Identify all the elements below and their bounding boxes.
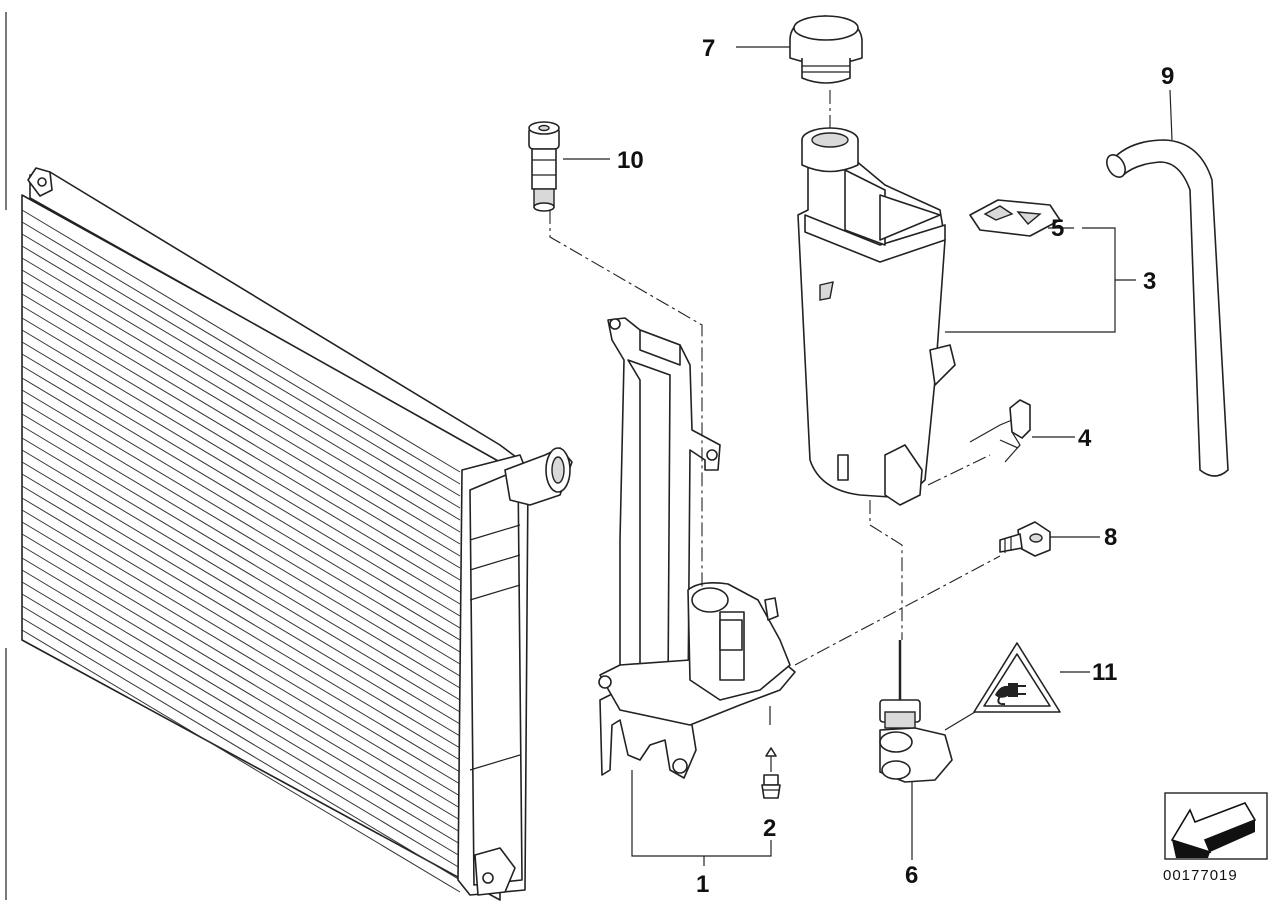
radiator-fin — [21, 365, 461, 629]
part-6-level-sensor — [879, 640, 953, 783]
radiator-fin — [21, 509, 461, 773]
callout-2: 2 — [763, 815, 776, 842]
callout-labels: 1 2 3 4 5 6 7 8 9 10 11 — [617, 35, 1174, 898]
radiator-fin — [21, 245, 461, 509]
radiator-fin — [21, 593, 461, 857]
radiator-fin — [21, 521, 461, 785]
radiator-fin — [21, 605, 461, 869]
radiator-fin — [21, 329, 461, 593]
radiator-fin — [21, 209, 461, 473]
radiator-fin — [21, 281, 461, 545]
part-3-expansion-tank — [797, 127, 956, 506]
radiator-fin — [21, 557, 461, 821]
radiator-fin — [21, 389, 461, 653]
callout-8: 8 — [1104, 524, 1117, 551]
radiator-fin — [21, 581, 461, 845]
leader-lines — [549, 46, 1173, 866]
warning-triangle-electrical-icon — [995, 683, 1026, 706]
part-2-drain-plug — [761, 747, 781, 799]
radiator-fin — [21, 473, 461, 737]
radiator-fin — [21, 269, 461, 533]
callout-6: 6 — [905, 862, 918, 889]
radiator-fin — [21, 257, 461, 521]
callout-3: 3 — [1143, 268, 1156, 295]
part-7-expansion-tank-cap — [789, 15, 863, 84]
radiator-fin — [21, 305, 461, 569]
callout-9: 9 — [1161, 63, 1174, 90]
part-8-screw — [999, 521, 1051, 557]
callout-1: 1 — [696, 871, 709, 898]
direction-arrow-icon — [1164, 792, 1268, 860]
part-10-bleed-screw — [528, 121, 560, 212]
radiator-fin — [21, 437, 461, 701]
radiator-fin — [21, 533, 461, 797]
radiator-fin — [21, 413, 461, 677]
radiator-fin — [21, 569, 461, 833]
radiator-fin — [21, 341, 461, 605]
part-4-retaining-spring — [969, 399, 1031, 463]
radiator-fin — [21, 353, 461, 617]
radiator-fin — [21, 545, 461, 809]
radiator-fin — [21, 317, 461, 581]
radiator-illustration — [5, 12, 573, 901]
callout-5: 5 — [1051, 215, 1064, 242]
radiator-fin — [21, 485, 461, 749]
reference-number: 00177019 — [1163, 867, 1238, 884]
radiator-fin — [21, 617, 461, 881]
radiator-fin — [21, 497, 461, 761]
radiator-fin — [21, 221, 461, 485]
radiator-fin — [21, 629, 461, 893]
radiator-fin — [21, 425, 461, 689]
radiator-fin — [21, 449, 461, 713]
radiator-fin — [21, 233, 461, 497]
part-5-clip — [969, 199, 1061, 237]
part-9-hose — [1106, 139, 1229, 477]
part-11-warning-label — [973, 642, 1061, 713]
radiator-fin — [21, 293, 461, 557]
callout-7: 7 — [702, 35, 715, 62]
radiator-fin — [21, 461, 461, 725]
callout-10: 10 — [617, 147, 644, 174]
callout-11: 11 — [1092, 659, 1117, 686]
radiator-fin — [21, 377, 461, 641]
radiator-fin — [21, 401, 461, 665]
part-1-bracket-assembly — [598, 317, 796, 779]
callout-4: 4 — [1078, 425, 1092, 452]
